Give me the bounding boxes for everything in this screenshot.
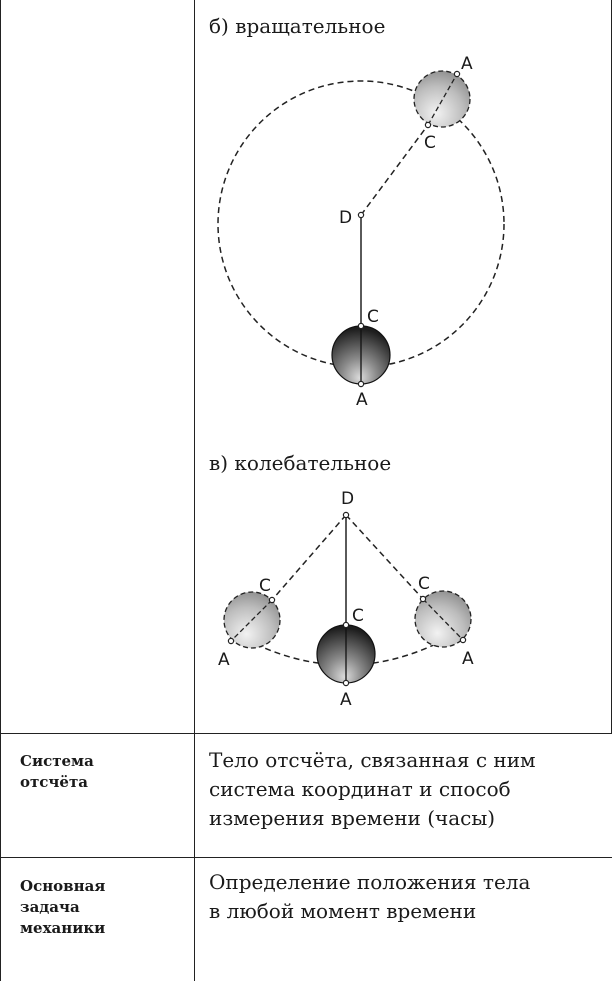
point-a-bottom (357, 380, 365, 388)
definition-line: измерения времени (часы) (209, 806, 496, 830)
rotational-caption: б) вращательное (209, 14, 386, 38)
point-d (357, 211, 365, 219)
row-divider-1 (0, 733, 612, 734)
label-a-left: A (218, 650, 230, 670)
dashed-thread-right (345, 514, 424, 600)
label-a-top: A (461, 54, 473, 74)
term-reference-frame: Система отсчёта (20, 751, 94, 793)
left-table-border (0, 0, 1, 981)
definition-line: Определение положения тела (209, 870, 531, 894)
label-c-right: C (418, 574, 430, 594)
term-line: задача (20, 898, 80, 916)
ball-upper-ghost (413, 70, 471, 128)
label-c-center: C (352, 606, 364, 626)
point-a-center (342, 679, 350, 687)
label-c-bottom: C (367, 307, 379, 327)
label-d: D (341, 489, 354, 509)
label-c-top: C (424, 133, 436, 153)
definition-line: в любой момент времени (209, 899, 477, 923)
term-line: Система (20, 752, 94, 770)
term-line: механики (20, 919, 106, 937)
point-c-bottom (357, 322, 365, 330)
point-c-left (268, 596, 276, 604)
term-line: отсчёта (20, 773, 88, 791)
dashed-thread (360, 124, 429, 216)
point-c-right (419, 595, 427, 603)
definition-main-task-of-mechanics: Определение положения тела в любой момен… (209, 868, 604, 926)
label-a-bottom: A (356, 390, 368, 410)
ball-right-diameter (422, 598, 464, 641)
label-a-center: A (340, 690, 352, 710)
point-a-right (459, 636, 467, 644)
definition-reference-frame: Тело отсчёта, связанная с ним система ко… (209, 746, 604, 833)
label-d: D (339, 208, 352, 228)
label-c-left: C (259, 576, 271, 596)
ball-left-diameter (230, 599, 273, 642)
point-a-top (453, 70, 461, 78)
label-a-right: A (462, 649, 474, 669)
row-divider-2 (0, 857, 612, 858)
oscillatory-motion-diagram: D C A C A C A (218, 489, 474, 710)
term-line: Основная (20, 877, 106, 895)
dashed-thread-left (271, 514, 347, 601)
definition-line: система координат и способ (209, 777, 511, 801)
ball-upper-diameter (427, 73, 458, 126)
left-column-divider (194, 0, 195, 981)
rotational-motion-diagram: A C D C A (217, 54, 505, 410)
point-c-center (342, 621, 350, 629)
oscillatory-caption: в) колебательное (209, 451, 392, 475)
point-d (342, 511, 350, 519)
point-a-left (227, 637, 235, 645)
definition-line: Тело отсчёта, связанная с ним (209, 748, 536, 772)
point-c-top (424, 121, 432, 129)
term-main-task-of-mechanics: Основная задача механики (20, 876, 105, 939)
